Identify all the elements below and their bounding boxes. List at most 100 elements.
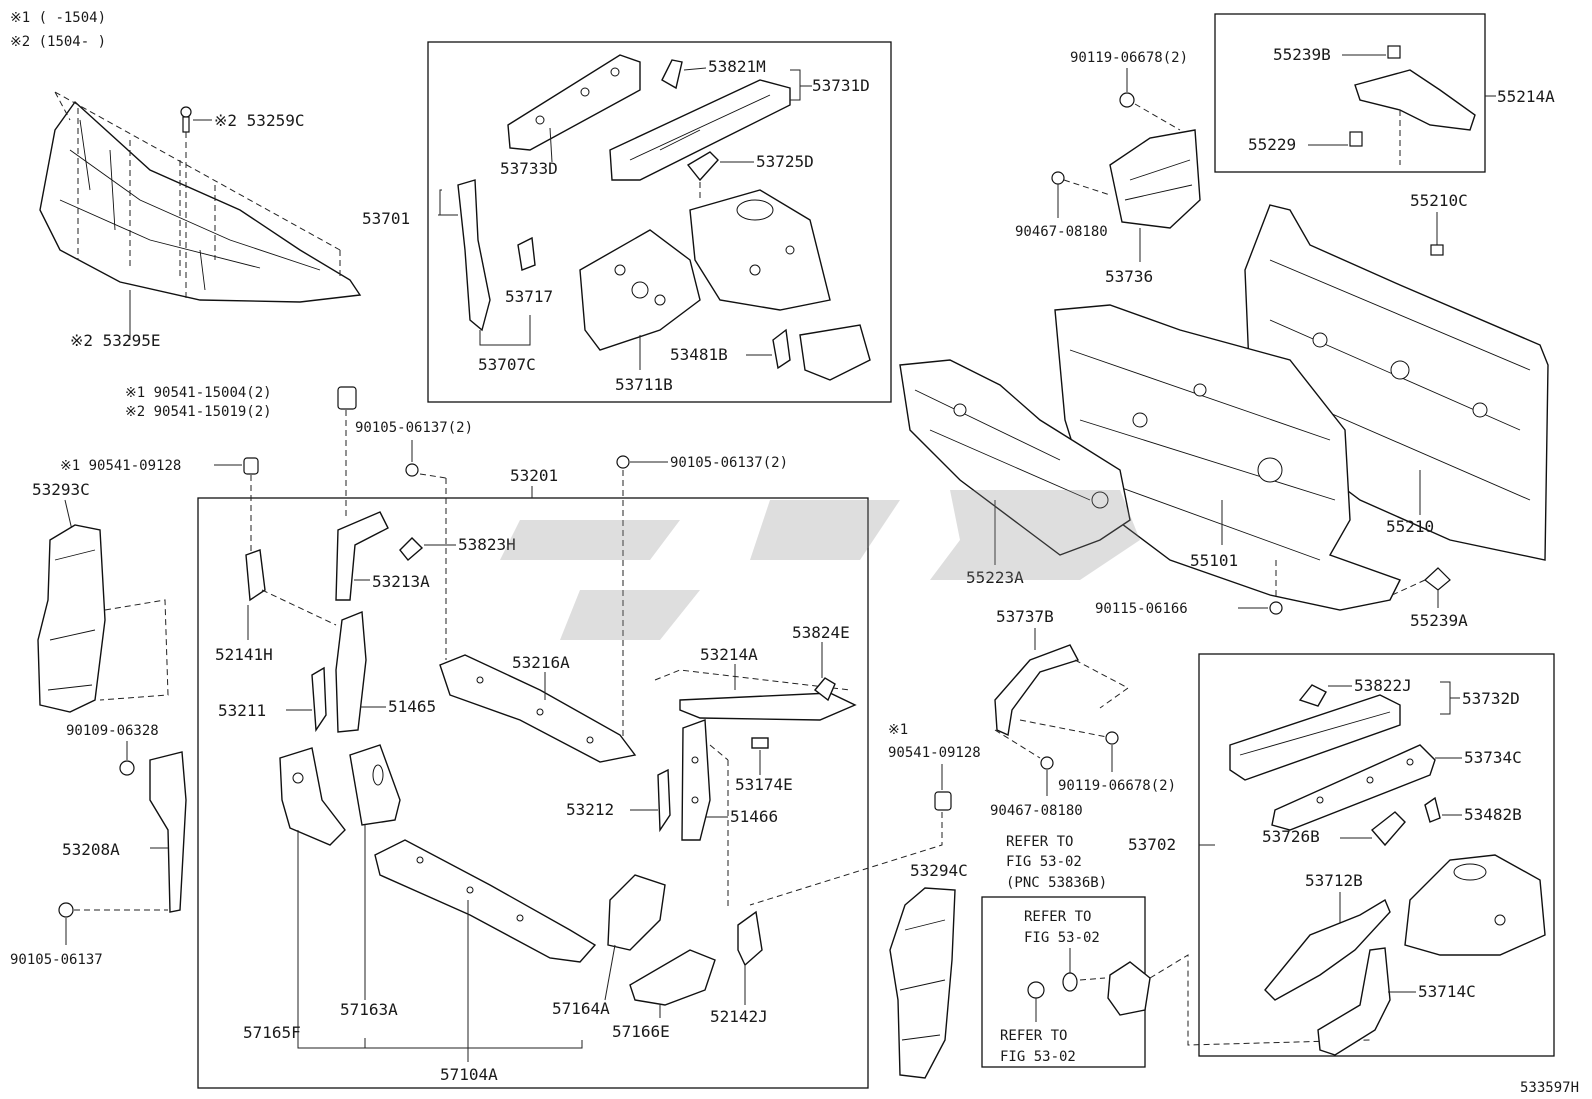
label-53213a: 53213A <box>372 572 430 591</box>
label-53717: 53717 <box>505 287 553 306</box>
label-53725d: 53725D <box>756 152 814 171</box>
label-53736: 53736 <box>1105 267 1153 286</box>
part-55229 <box>1308 131 1363 147</box>
label-53734c: 53734C <box>1464 748 1522 767</box>
part-51465 <box>335 610 386 733</box>
part-51466 <box>681 719 729 910</box>
part-53293c <box>37 524 169 713</box>
label-90541-09128-a: ※1 90541-09128 <box>60 458 181 474</box>
part-53822j <box>1298 684 1352 707</box>
label-57166e: 57166E <box>612 1022 670 1041</box>
label-55239b: 55239B <box>1273 45 1331 64</box>
label-90119-06678-b: 90119-06678(2) <box>1058 778 1176 794</box>
label-53711b: 53711B <box>615 375 673 394</box>
part-55239b <box>1342 45 1401 59</box>
part-53725d <box>686 151 754 200</box>
part-53731d <box>609 69 812 181</box>
label-53824e: 53824E <box>792 623 850 642</box>
part-53216a <box>439 654 637 763</box>
refer-1-line2: FIG 53-02 <box>1006 854 1082 870</box>
label-53216a: 53216A <box>512 653 570 672</box>
part-53824e <box>813 642 836 702</box>
label-53701: 53701 <box>362 209 410 228</box>
label-57165f: 57165F <box>243 1023 301 1042</box>
part-53294c <box>889 887 956 1079</box>
part-53714c <box>1317 947 1416 1056</box>
label-57104a: 57104A <box>440 1065 498 1084</box>
label-52142j: 52142J <box>710 1007 768 1026</box>
part-57104a <box>374 839 597 1062</box>
part-53481b <box>746 324 871 381</box>
part-57165f <box>279 747 346 1000</box>
label-53712b: 53712B <box>1305 871 1363 890</box>
part-53208a <box>149 751 187 913</box>
refer-1-line3: (PNC 53836B) <box>1006 875 1107 891</box>
part-53712b <box>1264 892 1391 1001</box>
note-1: ※1 ( -1504) <box>10 10 106 26</box>
label-55210: 55210 <box>1386 517 1434 536</box>
label-52141h: 52141H <box>215 645 273 664</box>
part-53711b <box>579 229 701 370</box>
part-57164a <box>604 874 666 1001</box>
refer-2-line2: FIG 53-02 <box>1024 930 1100 946</box>
refer-3-line2: FIG 53-02 <box>1000 1049 1076 1065</box>
label-53212: 53212 <box>566 800 614 819</box>
part-52141h <box>245 549 337 640</box>
part-90467-08180-a <box>1051 171 1111 218</box>
part-90105-06137-a <box>405 440 447 660</box>
part-53736 <box>1109 129 1201 262</box>
label-90105-06137-c: 90105-06137 <box>10 952 103 968</box>
label-53822j: 53822J <box>1354 676 1412 695</box>
label-53214a: 53214A <box>700 645 758 664</box>
label-90541-09128-b-note: ※1 <box>888 722 908 738</box>
part-55214a <box>1354 69 1496 165</box>
label-53732d: 53732D <box>1462 689 1520 708</box>
label-53201: 53201 <box>510 466 558 485</box>
label-90105-06137-b: 90105-06137(2) <box>670 455 788 471</box>
part-53702-strut-tower <box>1404 854 1546 956</box>
part-53737b <box>994 628 1129 759</box>
part-57166e <box>629 949 716 1018</box>
label-55223a: 55223A <box>966 568 1024 587</box>
label-90541-15004: ※1 90541-15004(2) <box>125 385 272 401</box>
label-90119-06678-a: 90119-06678(2) <box>1070 50 1188 66</box>
part-refer-fasteners <box>1027 954 1371 1046</box>
part-57163a <box>349 744 401 1000</box>
label-90467-08180-a: 90467-08180 <box>1015 224 1108 240</box>
label-53823h: 53823H <box>458 535 516 554</box>
label-57163a: 57163A <box>340 1000 398 1019</box>
leader-57104a <box>297 1000 583 1062</box>
group-box-53701 <box>427 41 892 403</box>
label-53211: 53211 <box>218 701 266 720</box>
part-53717 <box>517 236 536 271</box>
label-55210c: 55210C <box>1410 191 1468 210</box>
label-53726b: 53726B <box>1262 827 1320 846</box>
label-90115-06166: 90115-06166 <box>1095 601 1188 617</box>
label-51465: 51465 <box>388 697 436 716</box>
part-90119-06678-a <box>1119 68 1181 131</box>
label-53737b: 53737B <box>996 607 1054 626</box>
label-53294c: 53294C <box>910 861 968 880</box>
group-box-53201 <box>197 497 869 1089</box>
part-90109-06328 <box>119 741 135 776</box>
part-53259c-clip <box>180 106 212 300</box>
label-53714c: 53714C <box>1418 982 1476 1001</box>
part-90115-06166 <box>1238 560 1283 615</box>
part-90541-09128-a <box>214 457 259 560</box>
part-90119-06678-b <box>1105 731 1119 772</box>
part-52142j <box>737 910 763 1005</box>
part-53726b <box>1340 811 1406 847</box>
part-53823h <box>399 537 456 562</box>
label-90467-08180-b: 90467-08180 <box>990 803 1083 819</box>
refer-3-line1: REFER TO <box>1000 1028 1067 1044</box>
label-53482b: 53482B <box>1464 805 1522 824</box>
part-90105-06137-b <box>616 455 668 750</box>
diagram-code: 533597H <box>1520 1080 1579 1096</box>
part-53213a <box>335 511 389 601</box>
part-53734c <box>1271 744 1462 831</box>
part-53211 <box>286 666 327 733</box>
label-57164a: 57164A <box>552 999 610 1018</box>
label-53821m: 53821M <box>708 57 766 76</box>
part-53701-pillar <box>438 179 491 332</box>
